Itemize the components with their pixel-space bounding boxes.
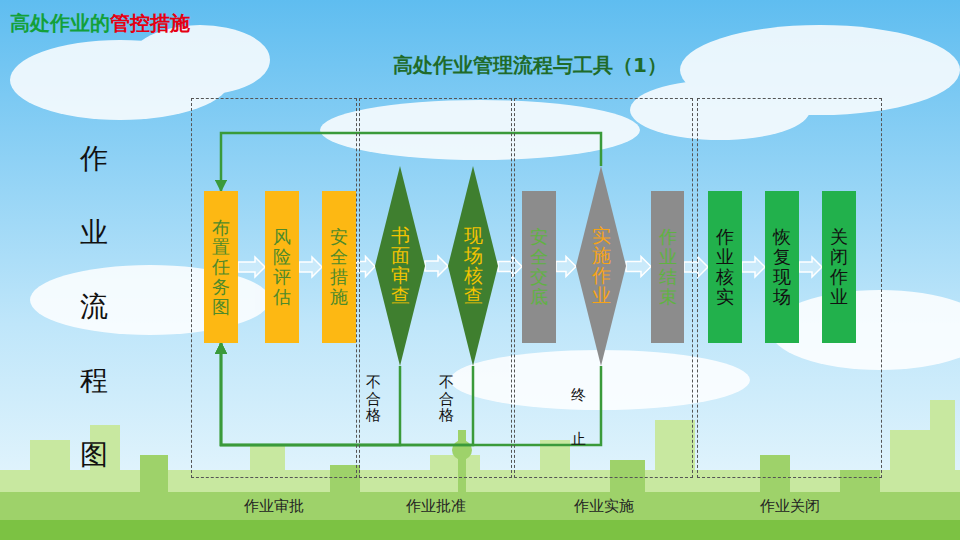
flow-arrow <box>556 257 576 277</box>
process-box: 恢复现场 <box>765 191 799 343</box>
phase-group: 作业关闭作业核实恢复现场关闭作业 <box>697 98 882 478</box>
box-text: 恢复现场 <box>773 227 791 306</box>
box-text: 风险评估 <box>273 227 291 306</box>
phase-label: 作业关闭 <box>698 497 881 516</box>
feedback-line <box>221 133 601 191</box>
process-box: 风险评估 <box>265 191 299 343</box>
process-box: 作业核实 <box>708 191 742 343</box>
edge-label: 不合格 <box>439 374 454 424</box>
phase-label: 作业审批 <box>192 497 356 516</box>
diagram-title: 高处作业管理流程与工具（1） <box>300 52 760 79</box>
process-box: 安全措施 <box>322 191 356 343</box>
process-box: 作业结束 <box>651 191 684 343</box>
section-heading: 高处作业的 <box>10 10 110 37</box>
feedback-line <box>221 343 400 445</box>
edge-label: 终止 <box>571 374 586 461</box>
box-text: 作业结束 <box>659 227 677 306</box>
process-box: 关闭作业 <box>822 191 856 343</box>
phase-group: 作业实施安全交底实施作业作业结束 <box>514 98 693 478</box>
box-text: 关闭作业 <box>830 227 848 306</box>
process-box: 布置任务图 <box>204 191 238 343</box>
box-text: 现场核查 <box>464 226 483 306</box>
vertical-heading: 作业流程图 <box>80 122 108 492</box>
box-text: 安全措施 <box>330 227 348 306</box>
box-text: 作业核实 <box>716 227 734 306</box>
box-text: 布置任务图 <box>212 218 230 317</box>
flow-arrow <box>742 257 765 277</box>
flow-arrow <box>626 257 651 277</box>
feedback-line <box>221 343 601 445</box>
edge-label: 不合格 <box>366 374 381 424</box>
section-heading: 管控措施 <box>110 10 190 37</box>
box-text: 实施作业 <box>592 226 611 306</box>
flow-arrow <box>684 257 708 277</box>
phase-label: 作业实施 <box>515 497 692 516</box>
box-text: 书面审查 <box>391 226 410 306</box>
diamond-fill <box>448 166 498 366</box>
diamond-fill <box>375 166 425 366</box>
decision-diamond: 实施作业 <box>576 166 626 366</box>
decision-diamond: 书面审查 <box>375 166 425 366</box>
flow-arrow <box>299 257 322 277</box>
flow-arrow <box>498 257 522 277</box>
phase-label: 作业批准 <box>360 497 511 516</box>
box-text: 安全交底 <box>530 227 548 306</box>
flow-arrow <box>425 256 448 276</box>
process-box: 安全交底 <box>522 191 556 343</box>
flow-arrow <box>238 257 265 277</box>
flow-arrow <box>799 257 822 277</box>
decision-diamond: 现场核查 <box>448 166 498 366</box>
phase-group: 作业批准书面审查现场核查 <box>359 98 512 478</box>
phase-group: 作业审批布置任务图风险评估安全措施 <box>191 98 357 478</box>
feedback-line <box>221 343 473 445</box>
diamond-fill <box>576 166 626 366</box>
